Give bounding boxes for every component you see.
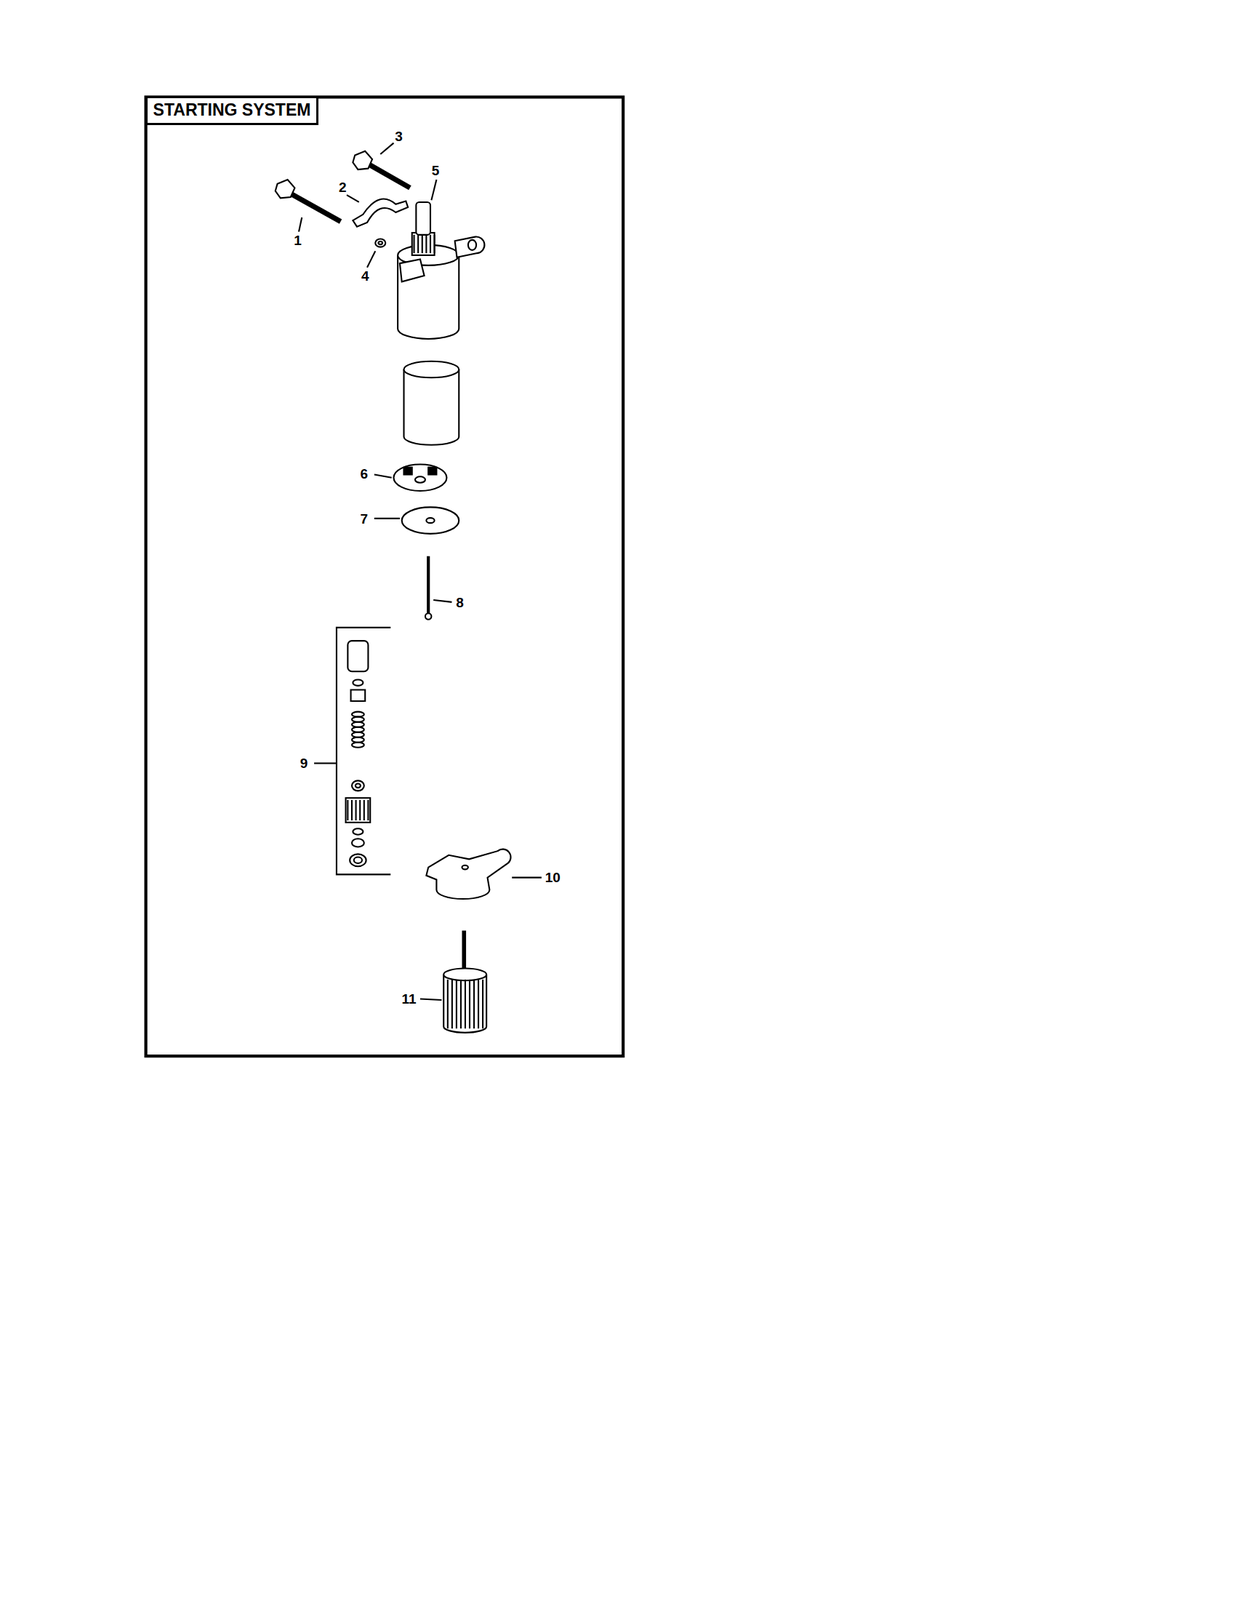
callout-number: 11 bbox=[400, 990, 417, 1007]
motor-body bbox=[397, 255, 459, 339]
gear-tooth bbox=[346, 799, 349, 821]
gear-tooth bbox=[367, 799, 369, 821]
washer bbox=[375, 238, 386, 247]
brush-plate bbox=[393, 463, 447, 491]
bolt-head bbox=[275, 179, 296, 198]
callout-number: 1 bbox=[292, 231, 303, 248]
nut bbox=[351, 689, 366, 701]
armature-slot bbox=[460, 979, 462, 1028]
plate-hole bbox=[426, 517, 435, 523]
group-bracket bbox=[336, 627, 391, 874]
leader-line bbox=[314, 761, 337, 764]
armature-slot bbox=[451, 979, 453, 1028]
ring bbox=[352, 828, 363, 834]
brush-hole bbox=[415, 476, 426, 483]
through-bolt bbox=[426, 556, 430, 615]
clamp bbox=[352, 199, 408, 227]
armature-top bbox=[443, 967, 487, 981]
gear-tooth bbox=[359, 799, 361, 821]
leader-line bbox=[431, 179, 437, 200]
ring bbox=[351, 838, 365, 847]
gear-tooth bbox=[429, 234, 432, 253]
callout-number: 6 bbox=[359, 465, 370, 481]
callout-number: 3 bbox=[394, 127, 404, 144]
drive-cap bbox=[347, 640, 368, 672]
gear-tooth bbox=[412, 234, 415, 253]
leader-line bbox=[367, 250, 376, 267]
callout-number: 8 bbox=[455, 593, 465, 610]
gear-tooth bbox=[421, 234, 424, 253]
armature-slot bbox=[468, 979, 471, 1028]
armature-slot bbox=[482, 979, 484, 1028]
callout-number: 7 bbox=[359, 510, 370, 526]
gear-tooth bbox=[434, 234, 436, 253]
pinion-gear bbox=[412, 232, 435, 256]
brush bbox=[404, 467, 413, 475]
housing-top bbox=[404, 361, 460, 378]
leader-line bbox=[298, 217, 302, 232]
starter-drawing bbox=[146, 96, 624, 1056]
armature-slot bbox=[473, 979, 475, 1028]
drive-pinion bbox=[346, 797, 371, 823]
gear-tooth bbox=[363, 799, 365, 821]
end-plate bbox=[402, 506, 460, 533]
leader-line bbox=[374, 474, 392, 478]
callout-number: 2 bbox=[338, 178, 348, 195]
leader-line bbox=[433, 599, 452, 602]
armature-slot bbox=[447, 979, 449, 1028]
gear-tooth bbox=[355, 799, 357, 821]
bushing-hole bbox=[354, 857, 363, 863]
leader-line bbox=[511, 876, 542, 879]
leader-line bbox=[374, 517, 400, 520]
armature-shaft bbox=[461, 930, 467, 972]
bushing bbox=[349, 853, 366, 866]
bolt-head bbox=[352, 151, 373, 170]
washer-hole bbox=[378, 241, 383, 245]
pinion-shaft bbox=[415, 202, 431, 235]
ring bbox=[352, 679, 363, 685]
cap-hole bbox=[461, 865, 468, 870]
callout-number: 10 bbox=[544, 869, 562, 885]
leader-line bbox=[420, 998, 442, 1000]
mount-ear bbox=[399, 259, 425, 283]
end-cap bbox=[426, 849, 511, 899]
armature-slot bbox=[477, 979, 480, 1028]
bolt-shaft bbox=[287, 191, 341, 222]
washer bbox=[351, 780, 365, 791]
title-label: STARTING SYSTEM bbox=[145, 95, 320, 125]
gear-tooth bbox=[417, 234, 419, 253]
callout-number: 9 bbox=[299, 755, 309, 771]
mount-ear bbox=[455, 237, 485, 258]
armature-slot bbox=[464, 979, 467, 1028]
gear-tooth bbox=[425, 234, 427, 253]
housing bbox=[404, 369, 460, 445]
leader-line bbox=[346, 194, 360, 203]
callout-number: 5 bbox=[431, 162, 441, 179]
frame-border bbox=[146, 96, 624, 1056]
brush bbox=[428, 467, 437, 475]
armature-body bbox=[443, 974, 487, 1033]
ear-hole bbox=[468, 239, 477, 251]
bolt-shaft bbox=[367, 163, 411, 189]
spring-coil bbox=[351, 742, 365, 748]
callout-number: 4 bbox=[360, 267, 371, 283]
washer-hole bbox=[355, 783, 361, 789]
bolt-head bbox=[425, 612, 432, 619]
armature-slot bbox=[455, 979, 458, 1028]
gear-tooth bbox=[351, 799, 353, 821]
leader-line bbox=[380, 143, 394, 155]
